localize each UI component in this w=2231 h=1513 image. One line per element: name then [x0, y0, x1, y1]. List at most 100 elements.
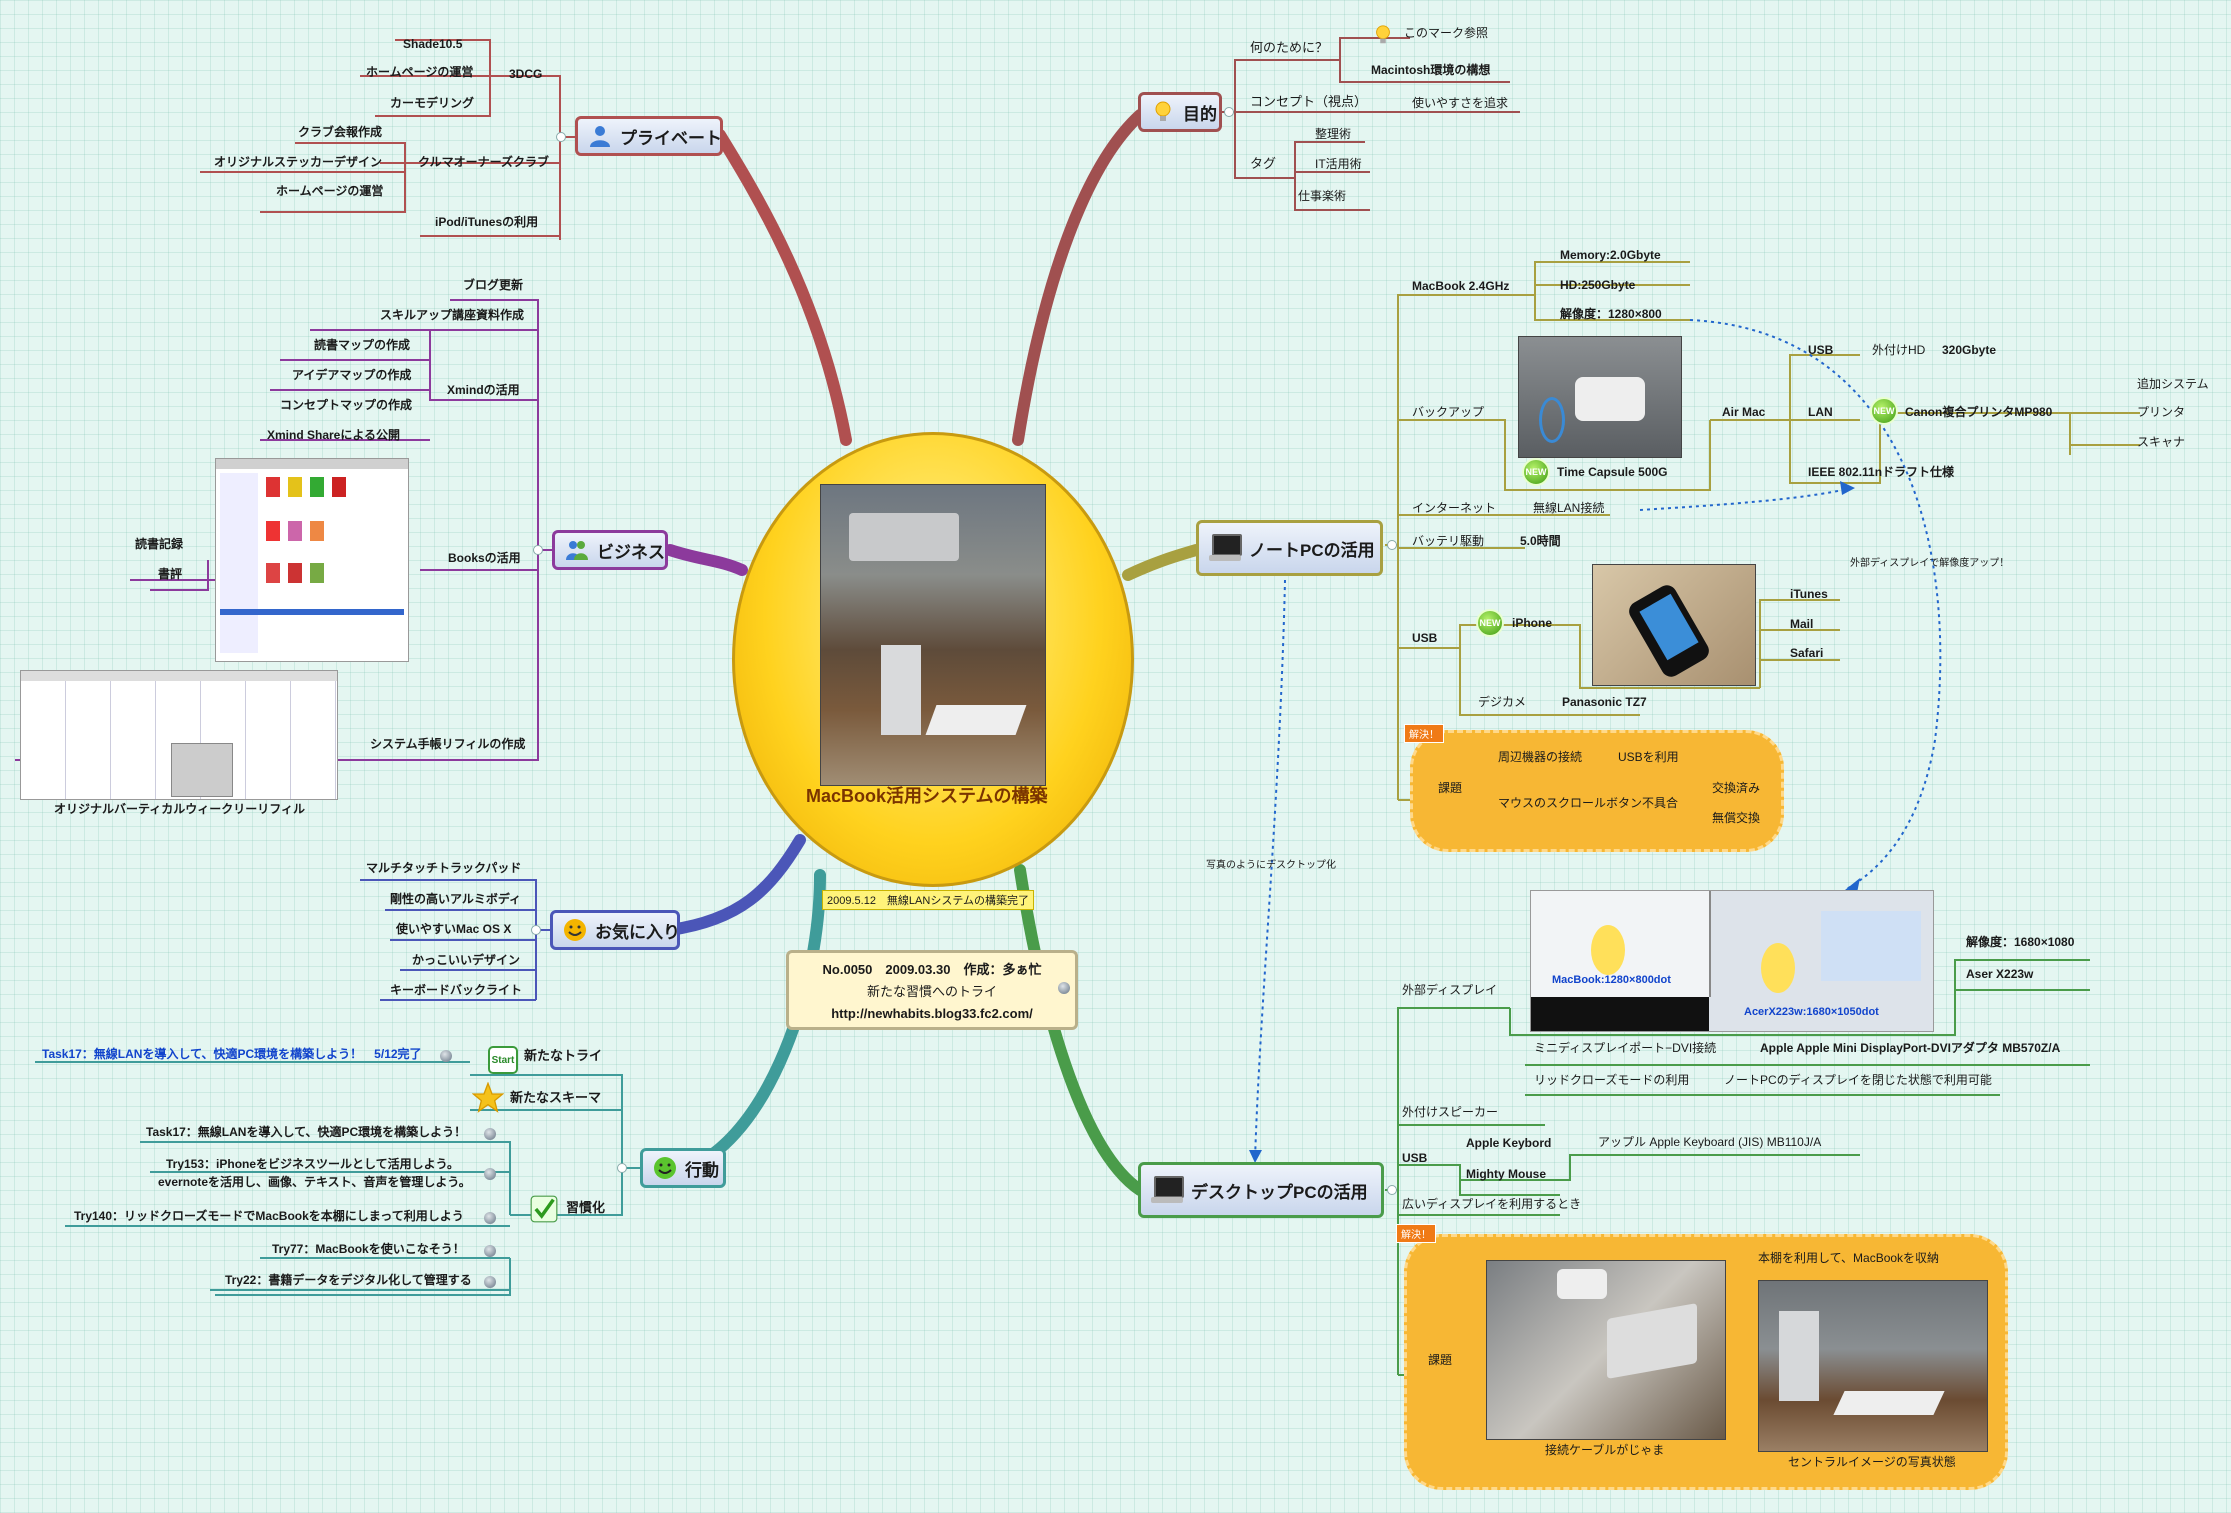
node-sticker[interactable]: オリジナルステッカーデザイン: [214, 155, 383, 169]
node-ext-display[interactable]: 外部ディスプレイ: [1402, 983, 1498, 997]
node-3dcg[interactable]: 3DCG: [509, 67, 543, 81]
node-free-exchange[interactable]: 無償交換: [1712, 811, 1761, 825]
node-macbook-res[interactable]: MacBook:1280×800dot: [1552, 974, 1671, 986]
node-cable[interactable]: 接続ケーブルがじゃま: [1545, 1443, 1665, 1457]
collapse-business-icon[interactable]: [533, 545, 543, 555]
node-canon[interactable]: Canon複合プリンタMP980: [1905, 405, 2053, 419]
collapse-favorites-icon[interactable]: [531, 925, 541, 935]
node-ieee[interactable]: IEEE 802.11nドラフト仕様: [1808, 465, 1955, 479]
node-mouse-issue[interactable]: マウスのスクロールボタン不具合: [1498, 796, 1679, 810]
node-time-capsule[interactable]: Time Capsule 500G: [1557, 465, 1668, 479]
node-new-schema[interactable]: 新たなスキーマ: [510, 1090, 602, 1105]
node-task17-try[interactable]: Task17：無線LANを導入して、快適PC環境を構築しよう！ 5/12完了: [42, 1047, 422, 1061]
node-use-usb[interactable]: USBを利用: [1618, 750, 1679, 764]
node-reading-log[interactable]: 読書記録: [135, 537, 184, 551]
node-tag3[interactable]: 仕事楽術: [1298, 189, 1347, 203]
node-usability[interactable]: 使いやすさを追求: [1412, 96, 1509, 110]
topic-desktop[interactable]: デスクトップPCの活用: [1138, 1162, 1384, 1218]
node-concept[interactable]: コンセプト（視点）: [1250, 94, 1368, 109]
node-hours[interactable]: 5.0時間: [1520, 534, 1561, 548]
node-club[interactable]: クルマオーナーズクラブ: [418, 155, 550, 169]
node-ext-hd[interactable]: 外付けHD: [1872, 343, 1926, 357]
node-acer-res[interactable]: AcerX223w:1680×1050dot: [1744, 1006, 1879, 1018]
node-bookshelf[interactable]: 本棚を利用して、MacBookを収納: [1758, 1251, 1940, 1265]
collapse-action-icon[interactable]: [617, 1163, 627, 1173]
node-wireless[interactable]: 無線LAN接続: [1533, 501, 1605, 515]
node-habit[interactable]: 習慣化: [566, 1200, 606, 1215]
node-lid[interactable]: リッドクローズモードの利用: [1534, 1073, 1690, 1087]
node-try140[interactable]: Try140：リッドクローズモードでMacBookを本棚にしまって利用しよう: [74, 1209, 464, 1223]
node-dvi[interactable]: ミニディスプレイポート−DVI接続: [1534, 1041, 1717, 1055]
node-vertical-refill[interactable]: オリジナルバーティカルウィークリーリフィル: [54, 802, 306, 816]
collapse-purpose-icon[interactable]: [1224, 107, 1234, 117]
topic-purpose[interactable]: 目的: [1138, 92, 1222, 132]
node-try153-line1[interactable]: Try153：iPhoneをビジネスツールとして活用しよう。: [166, 1157, 459, 1171]
node-iphone[interactable]: iPhone: [1512, 616, 1553, 630]
favorite-item-3[interactable]: 使いやすいMac OS X: [396, 922, 512, 936]
node-shade[interactable]: Shade10.5: [403, 37, 463, 51]
topic-favorites[interactable]: お気に入り: [550, 910, 680, 950]
collapse-desktop-icon[interactable]: [1387, 1185, 1397, 1195]
node-reading-map[interactable]: 読書マップの作成: [314, 338, 411, 352]
node-usb2[interactable]: USB: [1412, 631, 1438, 645]
topic-action[interactable]: 行動: [640, 1148, 726, 1188]
node-books[interactable]: Booksの活用: [448, 551, 521, 565]
node-mac-concept[interactable]: Macintosh環境の構想: [1371, 63, 1491, 77]
node-new-try[interactable]: 新たなトライ: [524, 1048, 603, 1063]
node-task17[interactable]: Task17：無線LANを導入して、快適PC環境を構築しよう！: [146, 1125, 467, 1139]
node-hd[interactable]: HD:250Gbyte: [1560, 278, 1636, 292]
node-digicam[interactable]: デジカメ: [1478, 695, 1527, 709]
node-wide-display[interactable]: 広いディスプレイを利用するとき: [1402, 1197, 1582, 1211]
favorite-item-2[interactable]: 剛性の高いアルミボディ: [390, 892, 522, 906]
node-desktop-resolution[interactable]: 解像度：1680×1080: [1966, 935, 2075, 949]
favorite-item-5[interactable]: キーボードバックライト: [390, 983, 523, 997]
node-hp2[interactable]: ホームページの運営: [276, 184, 384, 198]
node-desktop-issue[interactable]: 課題: [1428, 1353, 1453, 1367]
node-dvi-adapter[interactable]: Apple Apple Mini DisplayPort-DVIアダプタ MB5…: [1760, 1041, 2061, 1055]
node-lan[interactable]: LAN: [1808, 405, 1833, 419]
node-try153-line2[interactable]: evernoteを活用し、画像、テキスト、音声を管理しよう。: [158, 1175, 471, 1189]
node-try22[interactable]: Try22：書籍データをデジタル化して管理する: [225, 1273, 472, 1287]
node-keyboard-model[interactable]: アップル Apple Keyboard (JIS) MB110J/A: [1598, 1135, 1822, 1149]
node-printer[interactable]: プリンタ: [2137, 405, 2186, 419]
node-review[interactable]: 書評: [158, 567, 183, 581]
favorite-item-1[interactable]: マルチタッチトラックパッド: [366, 861, 522, 875]
node-concept-map[interactable]: コンセプトマップの作成: [280, 398, 413, 412]
node-xmind[interactable]: Xmindの活用: [447, 383, 520, 397]
node-keyboard[interactable]: Apple Keybord: [1466, 1136, 1552, 1150]
topic-business[interactable]: ビジネス: [552, 530, 668, 570]
node-xmind-share[interactable]: Xmind Shareによる公開: [267, 428, 400, 442]
node-skillup[interactable]: スキルアップ講座資料作成: [380, 308, 525, 322]
node-mark[interactable]: このマーク参照: [1404, 26, 1489, 40]
topic-notebook[interactable]: ノートPCの活用: [1196, 520, 1383, 576]
topic-private[interactable]: プライベート: [575, 116, 723, 156]
node-ipod[interactable]: iPod/iTunesの利用: [435, 215, 539, 229]
node-tag1[interactable]: 整理術: [1315, 127, 1352, 141]
node-mighty-mouse[interactable]: Mighty Mouse: [1466, 1167, 1546, 1181]
node-hp1[interactable]: ホームページの運営: [366, 65, 474, 79]
node-battery[interactable]: バッテリ駆動: [1412, 534, 1485, 548]
favorite-item-4[interactable]: かっこいいデザイン: [412, 953, 521, 967]
node-try77[interactable]: Try77：MacBookを使いこなそう！: [272, 1242, 465, 1256]
node-why[interactable]: 何のために？: [1250, 40, 1329, 55]
node-panasonic[interactable]: Panasonic TZ7: [1562, 695, 1647, 709]
node-refill[interactable]: システム手帳リフィルの作成: [370, 737, 526, 751]
node-lid-desc[interactable]: ノートPCのディスプレイを閉じた状態で利用可能: [1724, 1073, 1992, 1087]
collapse-private-icon[interactable]: [556, 132, 566, 142]
node-peripheral[interactable]: 周辺機器の接続: [1498, 750, 1583, 764]
node-usb[interactable]: USB: [1808, 343, 1834, 357]
node-acer[interactable]: Aser X223w: [1966, 967, 2034, 981]
node-speaker[interactable]: 外付けスピーカー: [1402, 1105, 1499, 1119]
node-itunes[interactable]: iTunes: [1790, 587, 1828, 601]
node-car-modeling[interactable]: カーモデリング: [390, 96, 475, 110]
node-scanner[interactable]: スキャナ: [2137, 435, 2186, 449]
node-resolution[interactable]: 解像度：1280×800: [1560, 307, 1662, 321]
node-320gb[interactable]: 320Gbyte: [1942, 343, 1997, 357]
node-backup[interactable]: バックアップ: [1412, 405, 1485, 419]
node-tag[interactable]: タグ: [1250, 156, 1277, 171]
node-macbook[interactable]: MacBook 2.4GHz: [1412, 279, 1510, 293]
node-airmac[interactable]: Air Mac: [1722, 405, 1766, 419]
node-add-system[interactable]: 追加システム: [2137, 377, 2209, 391]
node-blog[interactable]: ブログ更新: [463, 278, 524, 292]
node-internet[interactable]: インターネット: [1412, 501, 1497, 515]
